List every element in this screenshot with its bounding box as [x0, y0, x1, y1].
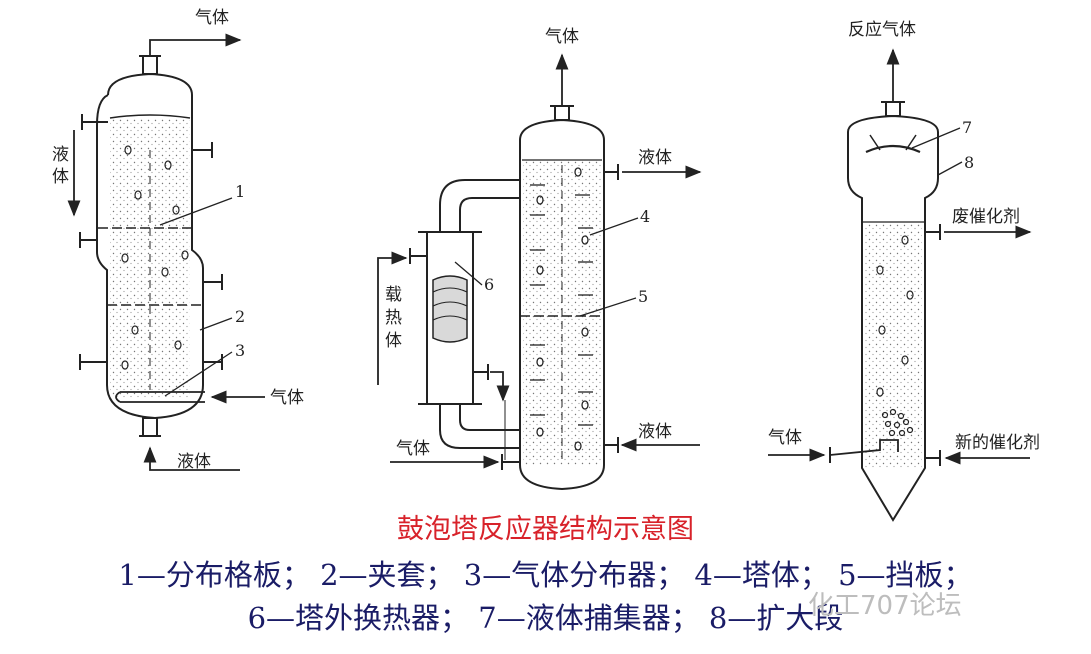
label-gas-r2-in: 气体: [396, 439, 430, 459]
num-1: 1: [235, 182, 245, 201]
label-spent-catalyst: 废催化剂: [952, 207, 1020, 227]
pipe-bottom: [439, 404, 520, 449]
num-5: 5: [638, 287, 648, 306]
label-liquid-r1-a: 液: [52, 145, 69, 165]
reactor-1-gas-out-arrow: [149, 33, 242, 56]
label-gas-r1: 气体: [195, 8, 229, 28]
watermark: 化工707论坛: [808, 591, 962, 621]
reactor-2: [409, 105, 639, 491]
pipe-top: [439, 179, 520, 232]
label-carrier-1: 载: [385, 285, 402, 305]
label-liquid-r1-in: 液体: [177, 452, 211, 472]
label-liquid-r2-out: 液体: [638, 148, 672, 168]
carrier-out-arrow: [490, 371, 510, 402]
num-8: 8: [964, 153, 974, 172]
reactor-3: [829, 101, 963, 522]
liquid-catcher: [865, 144, 921, 154]
reactor-1: [79, 55, 233, 437]
label-liquid-r1-b: 体: [52, 167, 69, 187]
legend-line-2: 6—塔外换热器； 7—液体捕集器； 8—扩大段: [247, 601, 844, 635]
label-liquid-r2-in: 液体: [638, 422, 672, 442]
num-7: 7: [962, 118, 972, 137]
label-carrier-3: 体: [385, 331, 402, 351]
num-4: 4: [640, 207, 650, 226]
reactor-3-body: [847, 114, 939, 522]
legend-line-1: 1—分布格板； 2—夹套； 3—气体分布器； 4—塔体； 5—挡板；: [118, 558, 973, 592]
num-3: 3: [235, 341, 245, 360]
label-gas-r3-in: 气体: [768, 428, 802, 448]
num-6: 6: [484, 275, 494, 294]
label-gas-r2: 气体: [545, 27, 579, 47]
label-reaction-gas: 反应气体: [848, 20, 916, 40]
figure-title: 鼓泡塔反应器结构示意图: [397, 514, 694, 545]
carrier-in-arrow: [377, 251, 408, 385]
label-carrier-2: 热: [385, 308, 402, 328]
reactor-1-liquid-in-arrow: [143, 446, 240, 471]
label-gas-r1-in: 气体: [270, 388, 304, 408]
reactor-2-column: [519, 118, 605, 491]
label-new-catalyst: 新的催化剂: [955, 433, 1040, 453]
num-2: 2: [235, 307, 245, 326]
